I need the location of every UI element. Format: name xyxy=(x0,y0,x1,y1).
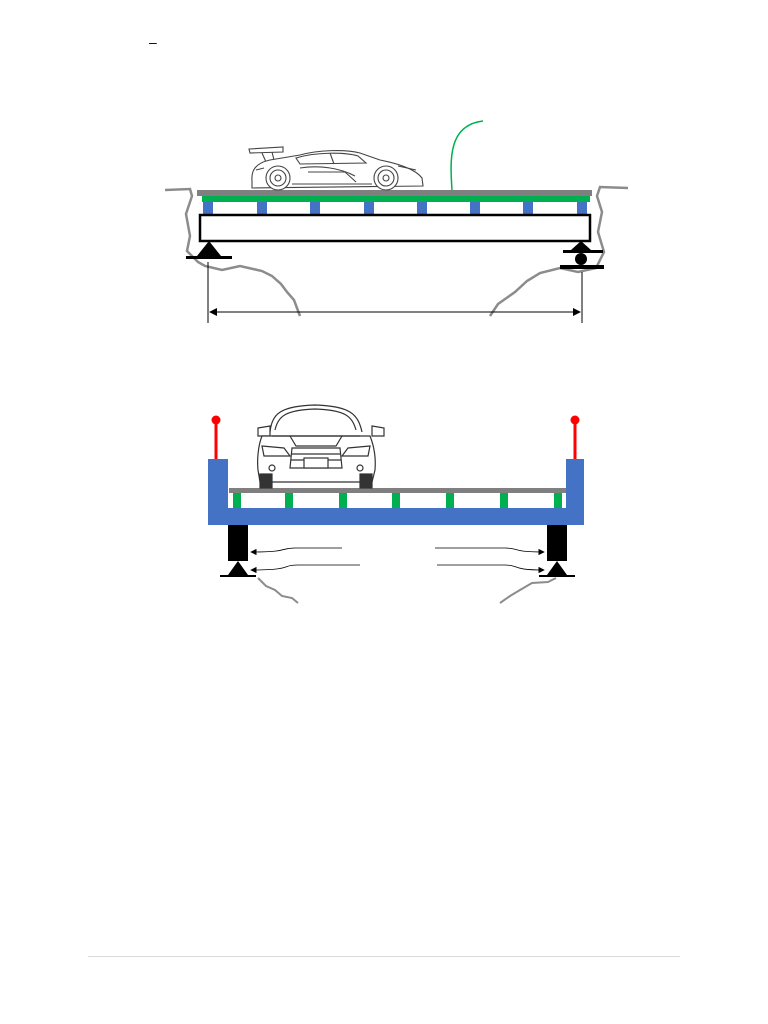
cross-beam xyxy=(470,202,480,214)
cross-beam xyxy=(417,202,427,214)
right-railing xyxy=(570,415,580,459)
section-stringers xyxy=(233,493,562,508)
section-leader-lines xyxy=(250,547,545,574)
cross-beam xyxy=(523,202,533,214)
section-stringer xyxy=(339,493,347,508)
cross-beams xyxy=(203,202,587,214)
cross-beam xyxy=(310,202,320,214)
cross-beam xyxy=(577,202,587,214)
cross-beam xyxy=(257,202,267,214)
cross-section-view xyxy=(208,404,584,604)
section-stringer xyxy=(446,493,454,508)
left-bearing-support xyxy=(220,525,256,577)
section-stringer xyxy=(233,493,241,508)
leader-line xyxy=(437,564,545,574)
leader-line xyxy=(250,547,342,556)
leader-line xyxy=(435,547,545,556)
deck-slab xyxy=(197,190,592,196)
right-bearing-support xyxy=(539,525,575,577)
triangle-pin-support-icon xyxy=(186,241,232,259)
leader-line xyxy=(250,564,360,574)
section-stringer xyxy=(285,493,293,508)
right-ground-profile xyxy=(488,185,629,317)
left-railing xyxy=(211,415,221,459)
left-ground-profile xyxy=(164,187,302,317)
elevation-view xyxy=(164,120,629,323)
section-left-ground xyxy=(257,577,299,604)
sports-car-side-icon xyxy=(248,146,424,191)
page-footer-rule xyxy=(88,956,680,957)
stringer-leader-line xyxy=(450,120,484,191)
top-dash-mark: – xyxy=(149,34,157,50)
stringer-layer xyxy=(202,196,590,202)
u-section-girder xyxy=(208,459,584,525)
roller-support-icon xyxy=(560,241,604,269)
cross-beam xyxy=(364,202,374,214)
section-stringer xyxy=(554,493,562,508)
cross-beam xyxy=(203,202,213,214)
section-stringer xyxy=(500,493,508,508)
section-deck-plate xyxy=(229,488,566,493)
section-right-ground xyxy=(499,577,557,604)
main-girder xyxy=(198,213,592,243)
section-stringer xyxy=(392,493,400,508)
car-front-icon xyxy=(257,404,385,489)
